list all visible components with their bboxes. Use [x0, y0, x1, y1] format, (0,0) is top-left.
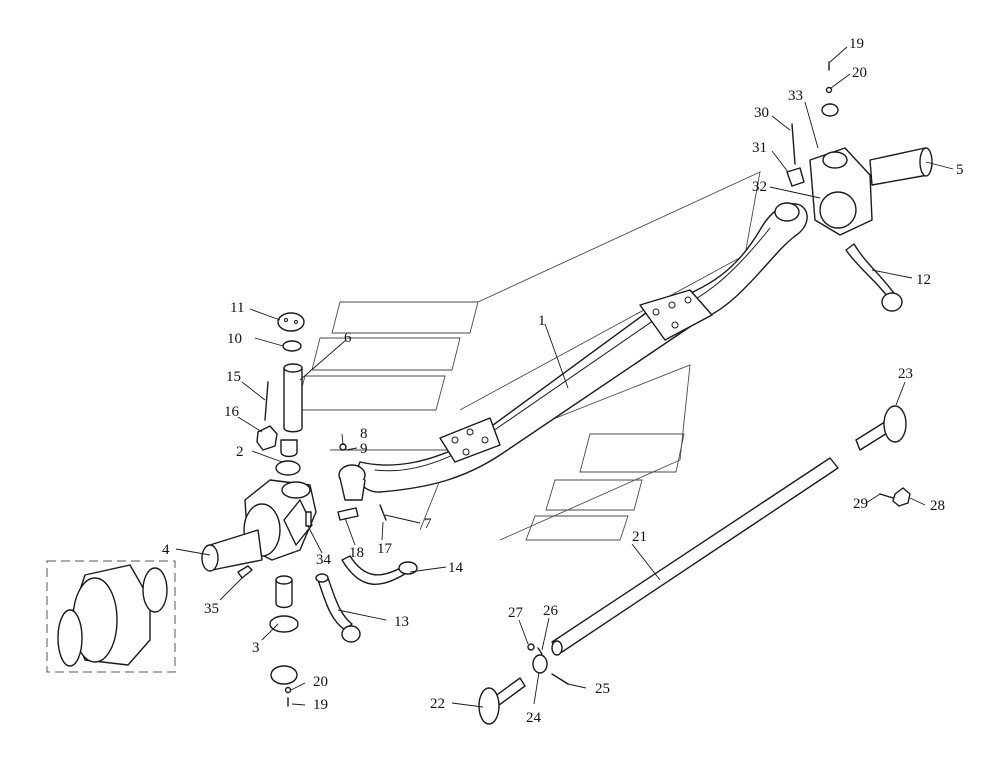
label-15: 15 [226, 369, 241, 385]
label-28: 28 [930, 498, 945, 514]
nut-28 [892, 487, 911, 507]
label-20-top: 20 [852, 65, 867, 81]
label-26: 26 [543, 603, 559, 619]
tie-rod-end-left [478, 677, 526, 725]
lower-bushing [269, 575, 299, 685]
label-32: 32 [752, 179, 767, 195]
track-rod-arm [315, 573, 361, 643]
label-14: 14 [448, 560, 464, 576]
track-rod-arm-right [845, 243, 903, 312]
tie-rod-end-right [855, 405, 907, 451]
pin-18 [337, 507, 359, 521]
label-35: 35 [204, 601, 219, 617]
label-27: 27 [508, 605, 524, 621]
label-6: 6 [344, 330, 352, 346]
label-18: 18 [349, 545, 364, 561]
label-25: 25 [595, 681, 610, 697]
label-8: 8 [360, 426, 368, 442]
clamp [532, 654, 548, 674]
washer-26 [537, 647, 543, 655]
axle-beam [338, 202, 808, 501]
label-30: 30 [754, 105, 769, 121]
label-13: 13 [394, 614, 409, 630]
label-24: 24 [526, 710, 542, 726]
label-19-bottom: 19 [313, 697, 328, 713]
label-20-bottom: 20 [313, 674, 328, 690]
part-labels: 1 2 3 4 5 6 7 8 9 10 11 12 13 14 15 16 1… [162, 36, 964, 726]
label-23: 23 [898, 366, 913, 382]
label-1: 1 [538, 313, 546, 329]
steering-knuckle-left [201, 460, 317, 572]
label-2: 2 [236, 444, 244, 460]
key [237, 565, 253, 579]
label-17: 17 [377, 541, 393, 557]
wheel-hub [57, 564, 168, 667]
label-22: 22 [430, 696, 445, 712]
label-4: 4 [162, 542, 170, 558]
label-5: 5 [956, 162, 964, 178]
grease-fitting-left [284, 686, 292, 694]
steering-knuckle-right [786, 61, 933, 236]
label-12: 12 [916, 272, 931, 288]
label-9: 9 [360, 441, 368, 457]
bushing-upper [280, 439, 298, 458]
leader-lines [175, 46, 954, 708]
label-29: 29 [853, 496, 868, 512]
tie-rod [551, 457, 839, 656]
bolt-34 [305, 511, 312, 527]
bolt-17 [379, 504, 387, 521]
label-3: 3 [252, 640, 260, 656]
label-10: 10 [227, 331, 242, 347]
castle-nut [256, 425, 278, 451]
label-34: 34 [316, 552, 332, 568]
nut-27 [527, 643, 535, 651]
label-31: 31 [752, 140, 767, 156]
label-11: 11 [230, 300, 244, 316]
label-19-top: 19 [849, 36, 864, 52]
pin-29 [879, 493, 894, 499]
split-pin [264, 381, 269, 421]
king-pin [283, 363, 303, 433]
hub-assembly-box [46, 560, 176, 673]
label-33: 33 [788, 88, 803, 104]
label-16: 16 [224, 404, 240, 420]
label-7: 7 [424, 516, 432, 532]
steering-arm [341, 555, 418, 585]
washer-upper [282, 340, 302, 352]
clamp-bolt [551, 673, 569, 685]
label-21: 21 [632, 529, 647, 545]
cap [277, 312, 305, 332]
